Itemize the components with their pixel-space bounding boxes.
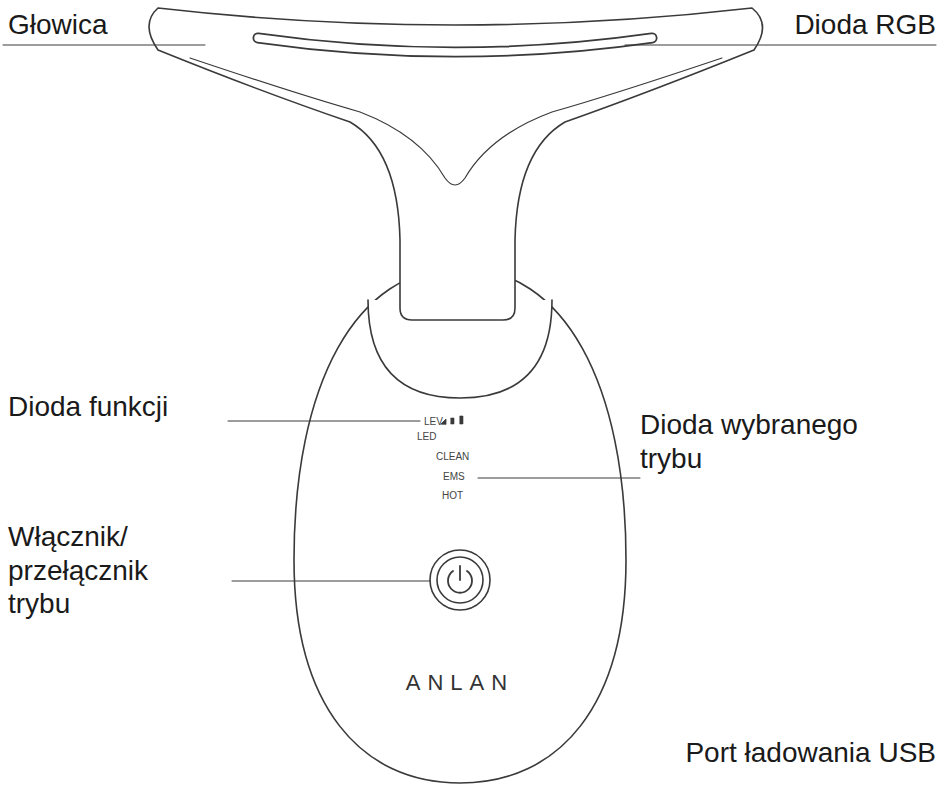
device-body xyxy=(294,268,626,783)
panel-text: EMS xyxy=(443,471,465,483)
leader-line xyxy=(625,45,936,46)
device-head xyxy=(149,8,763,320)
leader-line xyxy=(478,478,640,479)
brand-logo: ANLAN xyxy=(406,670,514,696)
power-button-inner xyxy=(437,557,483,603)
leader-line xyxy=(228,421,420,422)
level-bar xyxy=(451,418,454,424)
part-label: Dioda wybranego trybu xyxy=(640,408,900,475)
power-icon xyxy=(459,566,461,580)
panel-text: LED xyxy=(417,431,436,443)
panel-text: LEV xyxy=(424,416,443,428)
part-label: Dioda RGB xyxy=(794,8,936,42)
part-label: Głowica xyxy=(8,8,108,42)
part-label: Włącznik/ przełącznik trybu xyxy=(8,520,183,621)
power-button xyxy=(430,550,490,610)
part-label: Dioda funkcji xyxy=(8,390,168,424)
part-label: Port ładowania USB xyxy=(685,736,936,770)
rgb-slot-outer xyxy=(258,38,652,52)
leader-line xyxy=(3,45,205,46)
panel-text: CLEAN xyxy=(436,451,469,463)
panel-text: HOT xyxy=(442,490,463,502)
head-inner-contour xyxy=(190,58,722,185)
level-bar xyxy=(460,416,463,424)
leader-line xyxy=(232,581,430,582)
rgb-slot-inner xyxy=(258,38,652,52)
